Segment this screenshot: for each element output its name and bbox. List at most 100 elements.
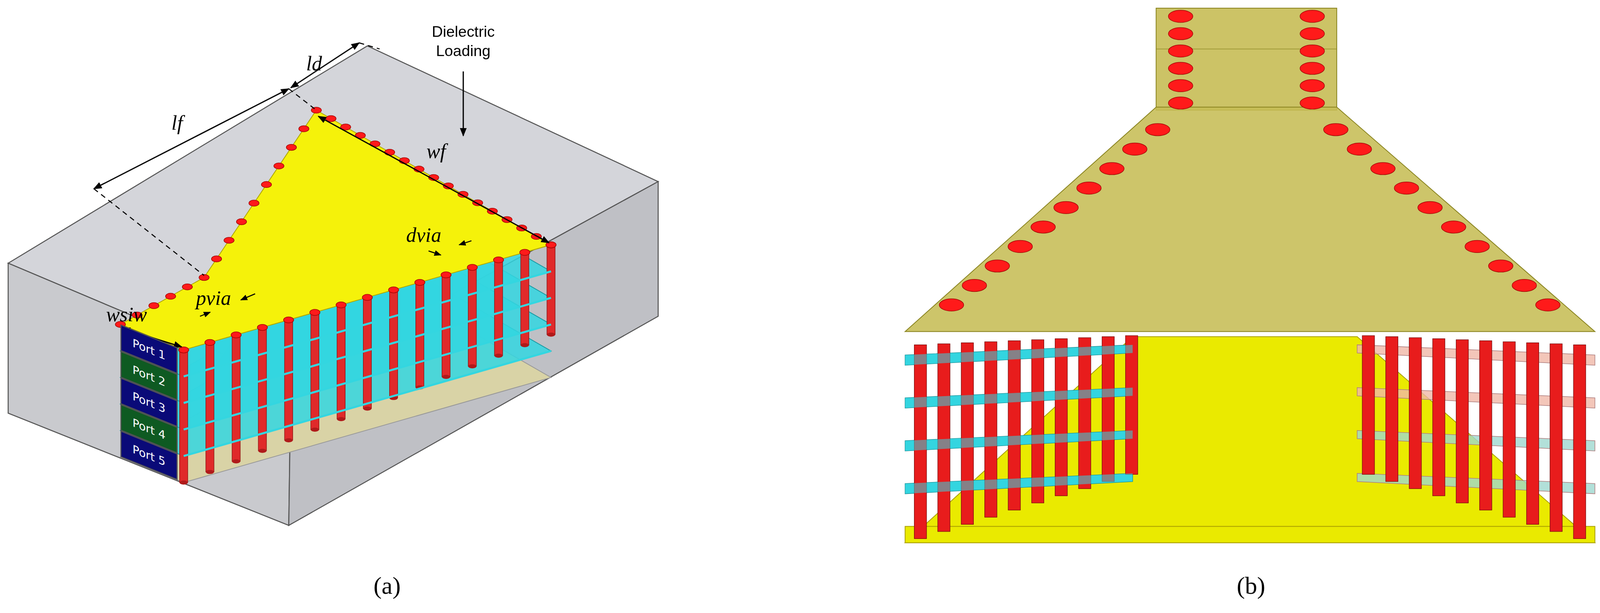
dimension-line: [291, 42, 360, 89]
via-top: [1370, 162, 1396, 175]
siw-section: [1156, 8, 1337, 111]
cyan-layer: [904, 473, 1133, 495]
via-top: [985, 259, 1010, 273]
via-top: [273, 162, 285, 170]
cyan-layer: [904, 345, 1133, 366]
via-column: [310, 312, 319, 430]
via-top: [1031, 221, 1056, 234]
via-column: [1055, 338, 1068, 497]
via-column: [1573, 345, 1586, 540]
via-top: [261, 181, 272, 188]
via-column: [1385, 336, 1398, 482]
via-column: [1409, 337, 1422, 489]
via-column: [937, 343, 951, 532]
pointer-arrow: [459, 240, 472, 245]
via-top: [1464, 240, 1490, 253]
via-top: [1441, 221, 1466, 234]
via-top: [248, 200, 260, 207]
via-column: [984, 341, 998, 518]
via-top: [1168, 27, 1193, 40]
via-top: [223, 237, 235, 244]
via-column: [310, 427, 319, 432]
via-column: [1526, 343, 1540, 525]
extension-line: [288, 88, 317, 111]
via-column: [284, 438, 293, 443]
via-top: [1347, 142, 1372, 156]
via-top: [236, 218, 247, 225]
via-column: [468, 267, 477, 367]
via-column: [205, 469, 215, 474]
via-column: [1550, 343, 1563, 532]
via-top: [493, 257, 504, 264]
via-column: [258, 449, 267, 454]
via-column: [1362, 335, 1375, 475]
via-column: [363, 406, 372, 411]
via-column: [1432, 338, 1445, 497]
via-top: [204, 339, 215, 346]
via-top: [1535, 298, 1561, 312]
via-top: [1053, 201, 1079, 214]
via-column: [494, 259, 503, 356]
dimension-label: dvia: [406, 224, 442, 245]
via-column: [494, 353, 503, 358]
via-column: [179, 480, 188, 485]
via-top: [467, 264, 478, 271]
via-top: [211, 255, 222, 262]
via-top: [230, 331, 242, 339]
via-column: [336, 417, 346, 422]
via-top: [414, 279, 425, 286]
via-column: [468, 364, 477, 369]
via-top: [178, 347, 189, 354]
cyan-layer-edge: [183, 324, 551, 430]
via-column: [284, 320, 293, 441]
pointer-arrow: [200, 312, 211, 317]
via-top: [388, 286, 399, 294]
via-top: [1299, 45, 1325, 58]
callout-label: Dielectric Loading: [420, 22, 506, 61]
via-top: [1122, 142, 1148, 156]
via-top: [1299, 27, 1325, 40]
via-top: [962, 279, 987, 292]
via-top: [1299, 97, 1325, 110]
via-top: [384, 149, 395, 156]
via-top: [362, 294, 373, 301]
flare-plate: [904, 107, 1595, 332]
cyan-layer: [904, 430, 1133, 452]
via-top: [939, 298, 964, 312]
dimension-line: [318, 116, 549, 243]
via-top: [1394, 182, 1419, 195]
via-column: [232, 459, 241, 464]
via-column: [442, 275, 451, 377]
via-top: [1488, 259, 1514, 273]
dimension-label: lf: [171, 112, 183, 133]
via-top: [546, 241, 557, 249]
via-top: [1168, 79, 1193, 92]
via-top: [472, 199, 483, 206]
via-column: [363, 297, 372, 409]
via-top: [1076, 182, 1102, 195]
via-top: [1145, 123, 1171, 136]
pointer-arrow: [428, 250, 441, 256]
via-column: [1101, 336, 1115, 482]
via-top: [165, 293, 176, 300]
via-column: [520, 343, 529, 348]
via-column: [546, 332, 556, 337]
dimension-label: wf: [426, 140, 446, 162]
via-top: [1008, 240, 1033, 253]
via-top: [1299, 10, 1325, 23]
top-plate: [120, 110, 551, 350]
dimension-label: wsiw: [106, 304, 147, 325]
via-column: [336, 304, 346, 420]
via-top: [519, 249, 531, 256]
via-column: [546, 244, 556, 335]
via-column: [961, 343, 974, 525]
floor-plate: [904, 336, 1595, 544]
cyan-layer: [904, 387, 1133, 409]
via-top: [182, 284, 193, 291]
dimension-label: pvia: [196, 287, 232, 309]
via-top: [286, 144, 297, 151]
dimension-label: ld: [306, 53, 323, 74]
via-column: [1456, 339, 1469, 504]
